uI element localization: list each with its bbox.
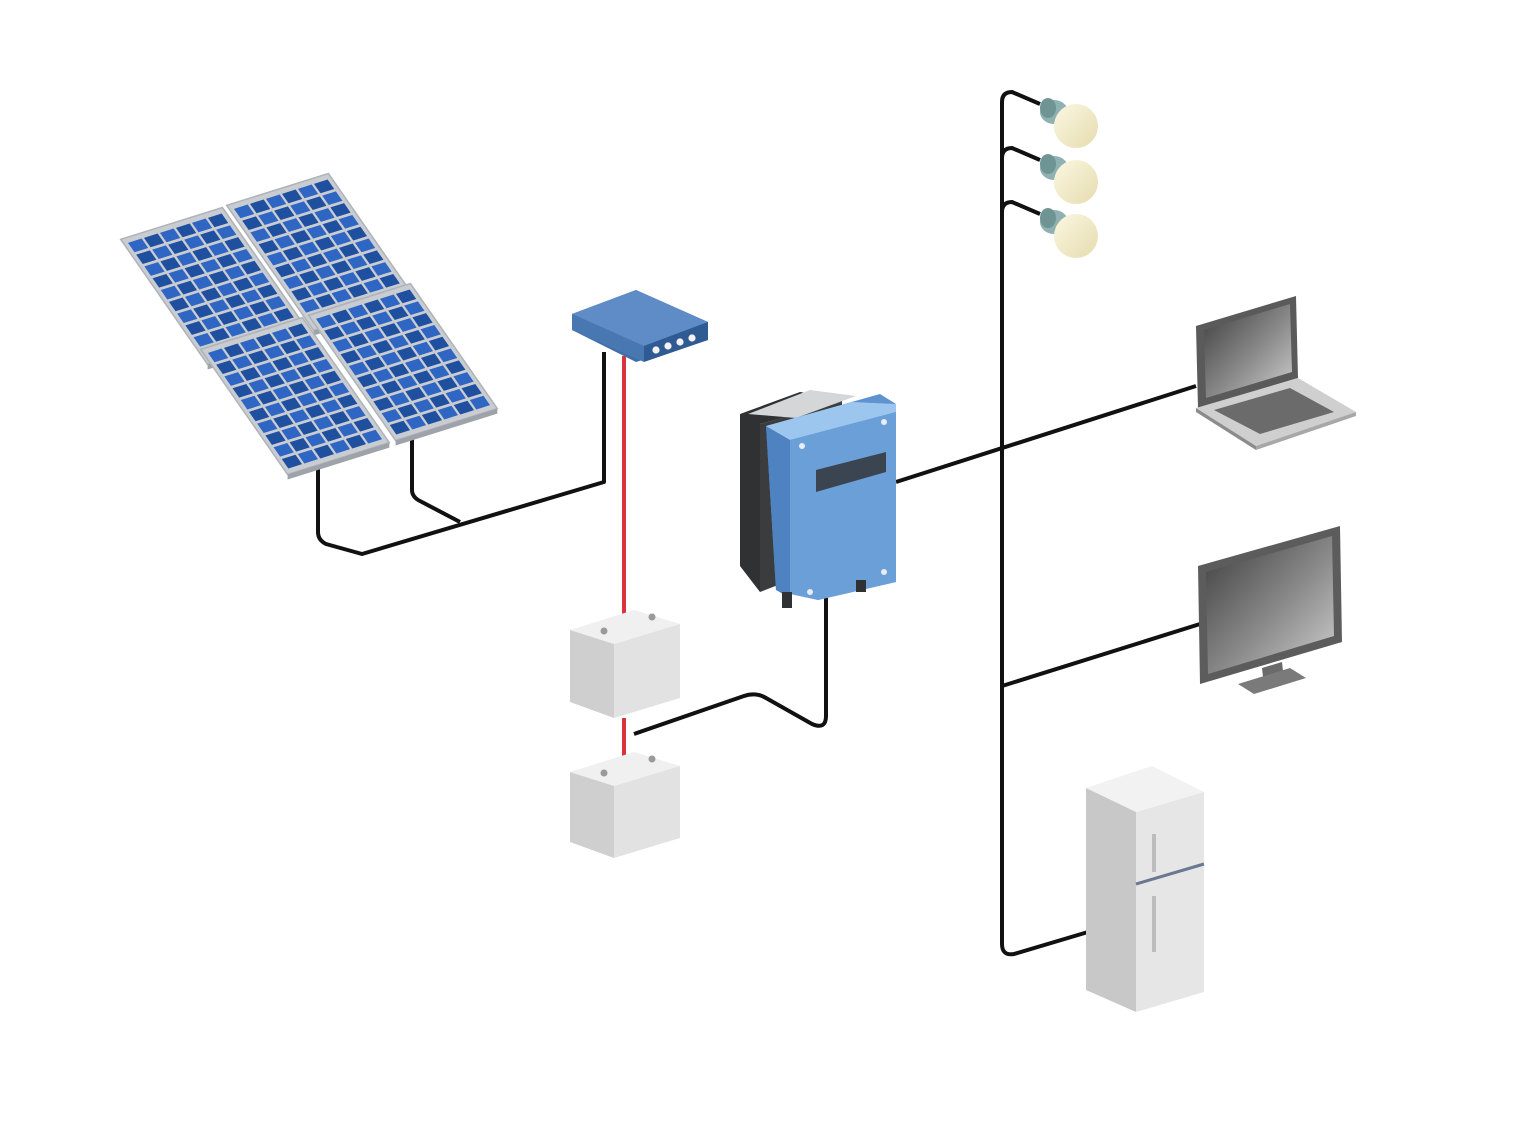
lighting: [1040, 98, 1098, 258]
wire-inverter-laptop: [895, 384, 1197, 484]
refrigerator: [1086, 766, 1205, 1012]
solar-panel-icon: [225, 172, 417, 336]
wire-bulb-2: [1000, 145, 1041, 162]
charge-controller-icon: [572, 290, 708, 362]
light-bulb-icon: [1040, 208, 1098, 258]
light-bulb-icon: [1040, 154, 1098, 204]
battery-bank: [570, 610, 680, 858]
monitor: [1198, 526, 1342, 694]
wire-panel-left: [316, 352, 606, 556]
solar-array: [119, 172, 499, 480]
light-bulb-icon: [1040, 98, 1098, 148]
battery-upper: [570, 610, 680, 718]
charge-controller: [572, 290, 708, 362]
wire-ac-bus: [1000, 90, 1089, 957]
battery-icon: [570, 752, 680, 858]
inverter-icon: [740, 390, 896, 608]
laptop: [1196, 296, 1356, 450]
solar-panel-icon: [307, 282, 499, 446]
inverter: [740, 390, 896, 608]
monitor-icon: [1198, 526, 1342, 694]
solar-panel-icon: [199, 316, 391, 480]
refrigerator-icon: [1086, 766, 1205, 1012]
wire-bus-monitor: [1001, 622, 1201, 688]
wiring: [316, 90, 1201, 957]
wire-bulb-3: [1000, 199, 1041, 216]
laptop-icon: [1196, 296, 1356, 450]
wire-battery-inverter: [633, 596, 828, 736]
battery-icon: [570, 610, 680, 718]
battery-lower: [570, 752, 680, 858]
wire-panel-right: [410, 436, 461, 524]
